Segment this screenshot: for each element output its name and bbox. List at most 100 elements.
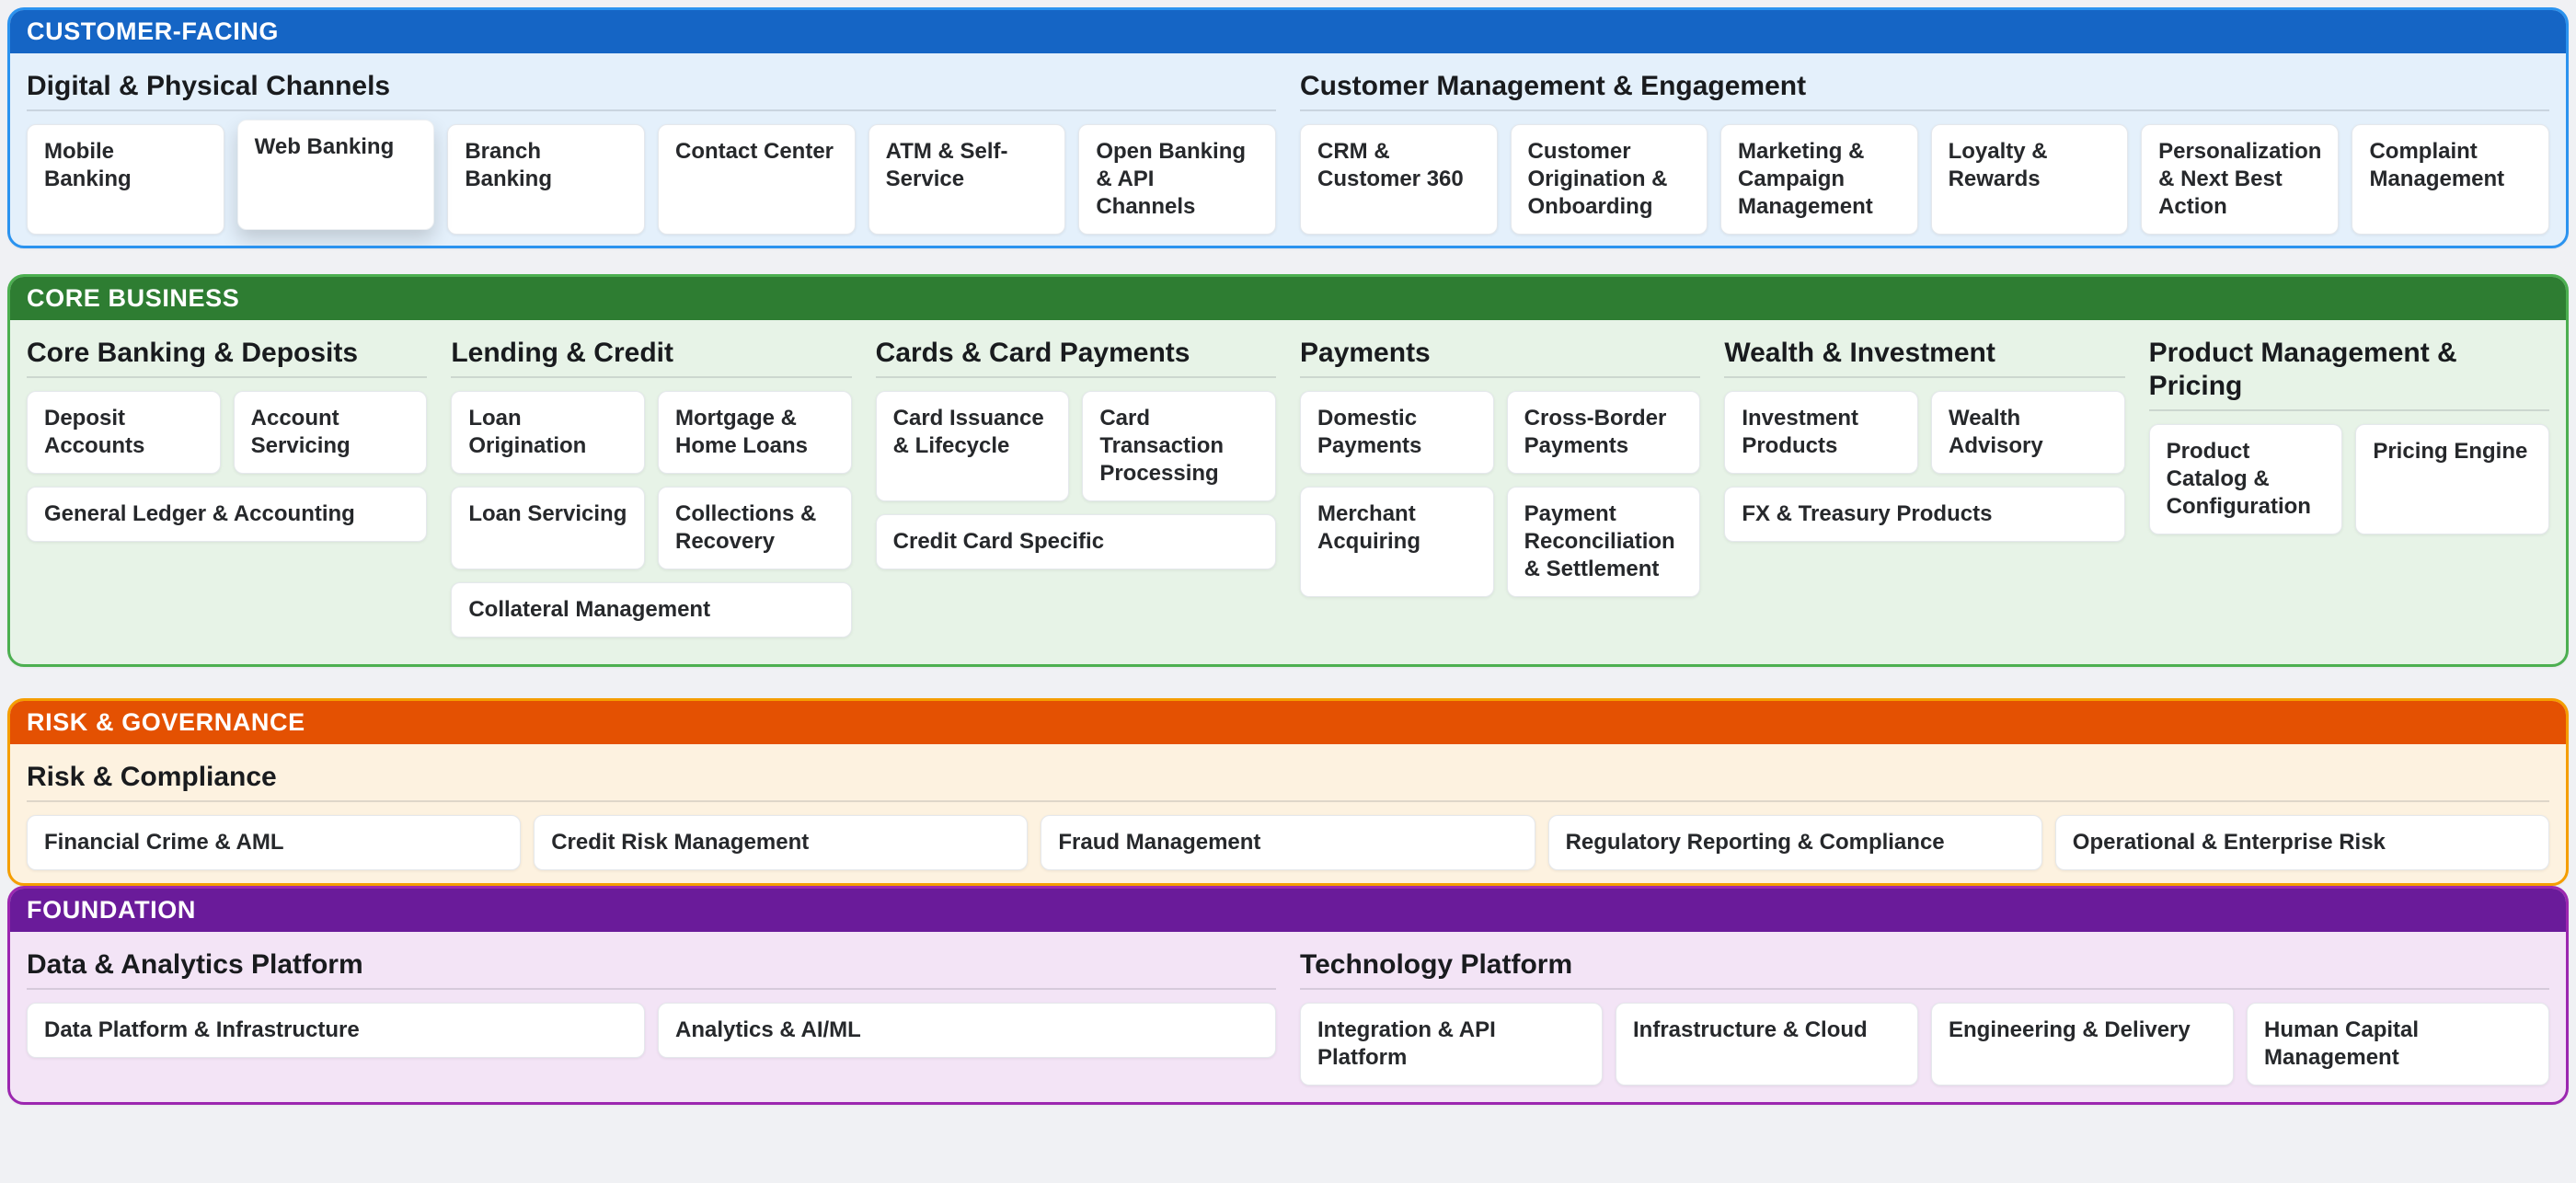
card-marketing-and-campaign-management[interactable]: Marketing & Campaign Management: [1720, 124, 1918, 235]
band-title: CUSTOMER-FACING: [27, 17, 280, 45]
section-title: Data & Analytics Platform: [27, 949, 363, 980]
card-human-capital-management[interactable]: Human Capital Management: [2247, 1003, 2549, 1085]
card-loan-servicing[interactable]: Loan Servicing: [451, 487, 645, 569]
card-deposit-accounts[interactable]: Deposit Accounts: [27, 391, 221, 474]
card-integration-and-api-platform[interactable]: Integration & API Platform: [1300, 1003, 1603, 1085]
card-loan-origination[interactable]: Loan Origination: [451, 391, 645, 474]
section-divider: [1724, 376, 2125, 378]
card-collections-and-recovery[interactable]: Collections & Recovery: [657, 487, 852, 569]
section-title: Wealth & Investment: [1724, 338, 1995, 368]
card-branch-banking[interactable]: Branch Banking: [447, 124, 645, 235]
section-title: Lending & Credit: [451, 338, 673, 368]
card-card-issuance-and-lifecycle[interactable]: Card Issuance & Lifecycle: [875, 391, 1070, 501]
card-investment-products[interactable]: Investment Products: [1724, 391, 1918, 474]
card-infrastructure-and-cloud[interactable]: Infrastructure & Cloud: [1616, 1003, 1918, 1085]
section-divider: [27, 376, 428, 378]
card-financial-crime-and-aml[interactable]: Financial Crime & AML: [27, 815, 522, 870]
section-title: Payments: [1300, 338, 1431, 368]
card-merchant-acquiring[interactable]: Merchant Acquiring: [1300, 487, 1494, 597]
section-title: Core Banking & Deposits: [27, 338, 359, 368]
band-header-customer-facing: CUSTOMER-FACING: [10, 10, 2566, 53]
card-collateral-management[interactable]: Collateral Management: [451, 582, 852, 637]
band-title: FOUNDATION: [27, 896, 196, 924]
section-title: Technology Platform: [1300, 949, 1573, 980]
section-divider: [27, 109, 1276, 111]
card-mortgage-and-home-loans[interactable]: Mortgage & Home Loans: [657, 391, 852, 474]
card-operational-and-enterprise-risk[interactable]: Operational & Enterprise Risk: [2054, 815, 2549, 870]
card-open-banking-and-api-channels[interactable]: Open Banking & API Channels: [1078, 124, 1276, 235]
card-data-platform-and-infrastructure[interactable]: Data Platform & Infrastructure: [27, 1003, 645, 1058]
card-general-ledger-and-accounting[interactable]: General Ledger & Accounting: [27, 487, 428, 542]
card-engineering-and-delivery[interactable]: Engineering & Delivery: [1931, 1003, 2234, 1085]
card-mobile-banking[interactable]: Mobile Banking: [27, 124, 224, 235]
card-credit-card-specific[interactable]: Credit Card Specific: [875, 514, 1276, 569]
card-fraud-management[interactable]: Fraud Management: [1041, 815, 1535, 870]
card-regulatory-reporting-and-compliance[interactable]: Regulatory Reporting & Compliance: [1547, 815, 2042, 870]
section-divider: [2148, 409, 2549, 411]
section-title: Risk & Compliance: [27, 762, 277, 792]
card-crm-and-customer-360[interactable]: CRM & Customer 360: [1300, 124, 1498, 235]
band-header-foundation: FOUNDATION: [10, 889, 2566, 932]
card-web-banking[interactable]: Web Banking: [236, 120, 435, 230]
card-loyalty-and-rewards[interactable]: Loyalty & Rewards: [1930, 124, 2129, 235]
card-product-catalog-and-configuration[interactable]: Product Catalog & Configuration: [2148, 424, 2343, 534]
section-title: Cards & Card Payments: [875, 338, 1190, 368]
section-title: Product Management & Pricing: [2148, 338, 2457, 401]
section-title: Digital & Physical Channels: [27, 71, 391, 101]
card-credit-risk-management[interactable]: Credit Risk Management: [534, 815, 1029, 870]
card-customer-origination-and-onboarding[interactable]: Customer Origination & Onboarding: [1510, 124, 1708, 235]
card-wealth-advisory[interactable]: Wealth Advisory: [1930, 391, 2125, 474]
card-payment-reconciliation-and-settlement[interactable]: Payment Reconciliation & Settlement: [1506, 487, 1701, 597]
section-divider: [875, 376, 1276, 378]
section-divider: [1300, 376, 1701, 378]
card-personalization-and-next-best-action[interactable]: Personalization & Next Best Action: [2141, 124, 2340, 235]
section-title: Customer Management & Engagement: [1300, 71, 1807, 101]
band-title: RISK & GOVERNANCE: [27, 708, 305, 736]
band-customer-facing: CUSTOMER-FACING Digital & Physical Channe…: [7, 7, 2569, 248]
section-divider: [1300, 988, 2549, 990]
section-divider: [1300, 109, 2549, 111]
card-account-servicing[interactable]: Account Servicing: [233, 391, 428, 474]
card-card-transaction-processing[interactable]: Card Transaction Processing: [1082, 391, 1276, 501]
card-atm-and-self-service[interactable]: ATM & Self-Service: [868, 124, 1066, 235]
card-domestic-payments[interactable]: Domestic Payments: [1300, 391, 1494, 474]
card-contact-center[interactable]: Contact Center: [658, 124, 856, 235]
card-analytics-and-ai-ml[interactable]: Analytics & AI/ML: [658, 1003, 1276, 1058]
card-cross-border-payments[interactable]: Cross-Border Payments: [1506, 391, 1701, 474]
card-pricing-engine[interactable]: Pricing Engine: [2355, 424, 2549, 534]
card-fx-and-treasury-products[interactable]: FX & Treasury Products: [1724, 487, 2125, 542]
section-divider: [27, 800, 2549, 802]
card-complaint-management[interactable]: Complaint Management: [2352, 124, 2549, 235]
